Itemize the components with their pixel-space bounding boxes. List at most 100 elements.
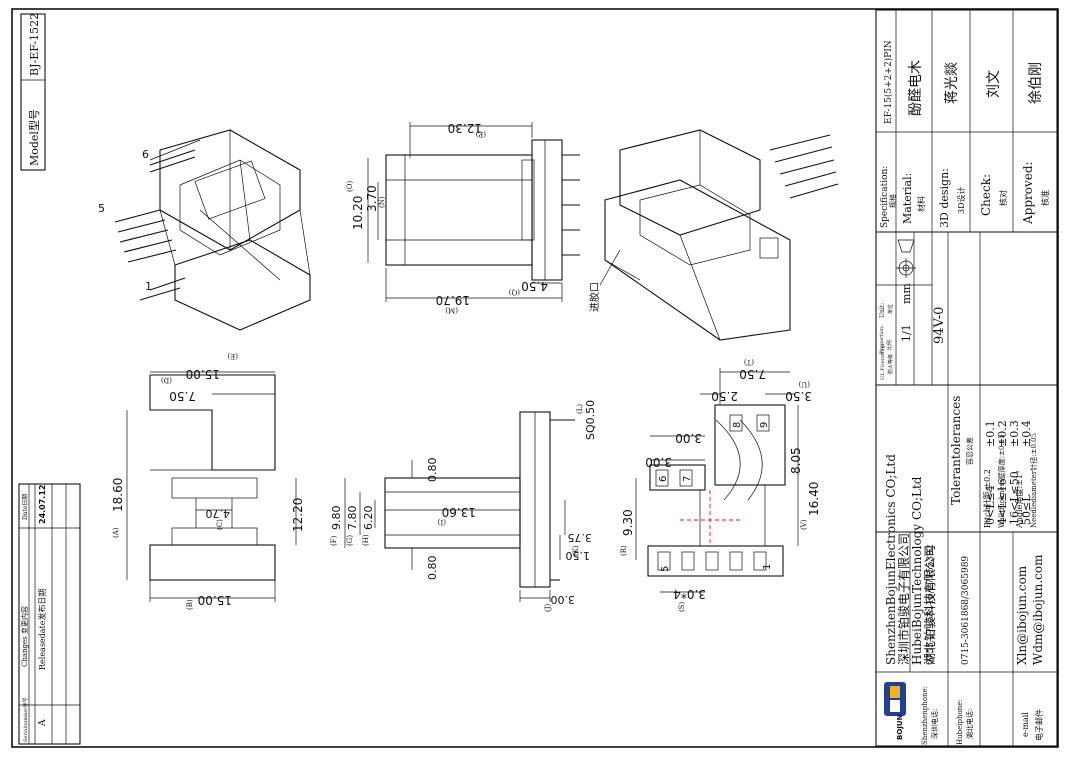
tolerance-range-0: 0<L≤4 [984,485,997,525]
spec-label: Specification: [880,166,890,228]
footprint-pin-5: 5 [660,566,671,572]
sz-phone: 0755-27155110/27155392 [926,544,936,665]
dim-g-tag: (G) [346,535,354,546]
tolerance-value-2: ±0.3 [1008,420,1021,447]
email-2: Wdm@ibojun.com [1031,554,1045,665]
dim-s-tag: (S) [678,601,686,612]
spec-value: EF-15(5+2+2)PIN [883,40,894,124]
unit-value: mm [900,283,913,304]
footprint-view: 5 1 6 7 8 9 7.50 (T) 2.50 3.50 (U) 3.00 … [620,358,821,612]
dim-v: 16.40 [807,482,821,516]
email-1: Xln@ibojun.com [1015,565,1029,665]
pin-label-6: 6 [142,148,149,161]
company-name-cn1: 深圳市铂骏电子有限公司 [896,533,911,665]
dim-0-80-bottom: 0.80 [426,556,439,581]
dim-3-00-b: 3.00 [645,455,672,469]
dim-v-tag: (V) [800,519,808,530]
changes-header-serial: Serialnumber序号 [22,697,29,742]
dim-h-tag: (H) [362,534,370,546]
dim-q: 4.50 [521,279,548,293]
dim-3-00-a: 3.00 [675,431,702,445]
hb-phone-label: Hubeiphone: [956,699,964,745]
prop-value: 1/1 [900,324,913,342]
dim-f: 9.80 [330,506,343,531]
dim-8-05: 8.05 [789,447,803,474]
sz-phone-label: Shenzhenphone: [921,686,929,745]
changes-row-serial: A [38,719,48,727]
company-name-cn2: 湖北铂骏科技有限公司 [922,545,937,665]
company-name-en2: HubeiBojunTechnology CO;Ltd [910,476,924,665]
tolerance-range-2: 16<L≤50 [1008,471,1021,525]
footprint-pin-1: 1 [762,564,773,570]
company-logo [884,682,906,716]
design-value: 蒋光燚 [944,62,960,104]
hb-phone: 0715-3061868/3065989 [961,556,971,665]
dim-u-tag: (U) [798,380,810,388]
tolerance-wall: Wallthickness壁厚度:±0.15 [997,434,1006,528]
tolerance-value-3: ±0.4 [1020,420,1033,447]
changes-row-date: 24.07.12 [38,485,47,524]
top-view: 15.00 (E) 7.50 (D) 18.60 (A) 12.20 4.70 … [111,352,305,610]
dim-g: 7.80 [346,506,359,531]
tolerance-angle: Angle角度:±1° [1014,470,1024,529]
material-label: Material: [901,173,914,224]
unit-label-cn: 单位 [887,304,894,314]
sz-phone-label-cn: 深圳电话: [930,709,939,739]
dim-a-tag: (A) [112,527,120,538]
changes-header-date: Date日期 [21,494,29,520]
fire-label-cn: 防火等级 [887,354,894,374]
design-label: 3D design: [938,168,951,228]
footprint-pin-6: 6 [658,476,669,482]
dim-0-80-top: 0.80 [426,458,439,483]
tolerance-needle: Needlediameter针径:±0.05 [1029,433,1038,528]
unit-label: Unit: [879,303,886,318]
email-label-cn: 电子邮件 [1034,709,1044,741]
pin-label-1: 1 [145,280,152,293]
tolerance-range-1: 4<L≤16 [996,478,1009,525]
dim-d-tag: (D) [161,376,172,384]
dim-m: 19.70 [436,293,470,307]
footprint-pin-7: 7 [682,476,693,482]
pin-label-5: 5 [98,202,105,215]
dim-n-tag: (N) [378,196,386,208]
dim-12-20: 12.20 [291,498,305,532]
dim-k-tag: (K) [572,545,580,556]
dim-3-75: 3.75 [568,531,593,544]
model-label: Model型号 [27,109,41,166]
dim-p: 12.30 [448,121,482,135]
spec-cn: 规格 [888,194,897,208]
dim-r-tag: (R) [620,545,628,556]
dim-o: 10.20 [351,196,365,230]
model-box: Model型号 BJ-EF-1522 [20,13,46,171]
tolerance-pitch: Pitch针距:±0.2 [982,469,992,528]
dim-l: SQ0.50 [584,400,597,440]
tolerance-range-3: 50≤L [1020,494,1033,525]
approved-cn: 核准 [1040,190,1050,206]
model-value: BJ-EF-1522 [28,13,41,76]
projection-symbol-icon [896,239,916,278]
dim-h: 6.20 [362,506,375,531]
changes-table: Serialnumber序号 Changes 变更内容 Date日期 A Rel… [18,483,81,745]
title-block: Specification: 规格 EF-15(5+2+2)PIN Materi… [875,9,1058,747]
side-view-top: 12.30 (P) 10.20 (O) 3.70 (N) 19.70 (M) 4… [346,121,580,314]
prop-label: Proportion: [879,325,885,354]
email-label: e-mail [1021,712,1030,737]
dim-c-tag: (C) [216,519,224,530]
changes-header-changes: Changes 变更内容 [20,606,29,667]
dim-f-tag: (F) [330,535,338,546]
logo-text: BOJUN [896,714,904,740]
tolerance-value-0: ±0.1 [984,420,997,447]
hb-phone-label-cn: 湖北电话: [965,709,974,739]
material-value: 酚醛电木 [908,60,924,116]
dim-d: 7.50 [169,389,196,403]
iso-view-right: 进胶口 [588,129,839,341]
fire-label: UL Firerating: [880,343,886,380]
dim-n: 3.70 [365,185,379,212]
dim-j-tag: (J) [544,603,552,612]
dim-b-tag: (B) [186,599,194,610]
dim-i-tag: (I) [438,518,446,526]
dim-s: 3.0*4 [673,587,706,601]
company-name-en1: ShenzhenBojunElectronics CO;Ltd [884,454,898,665]
approved-value: 徐伯刚 [1028,62,1044,104]
